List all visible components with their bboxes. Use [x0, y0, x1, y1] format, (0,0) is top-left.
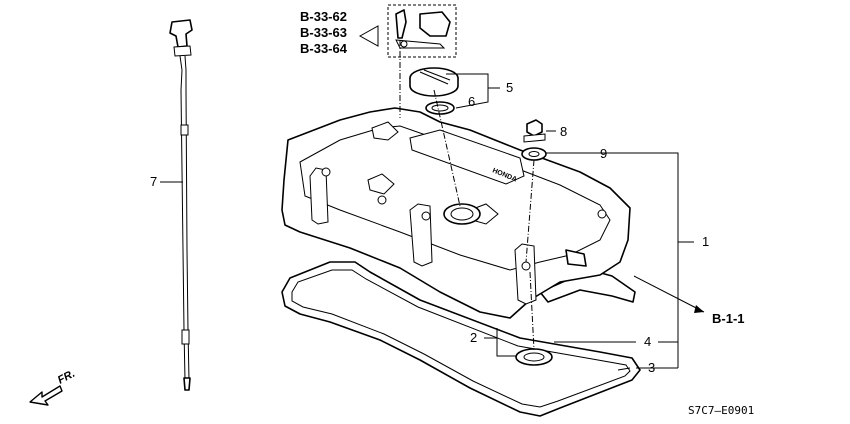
breather-bracket	[395, 9, 451, 49]
dipstick	[169, 19, 193, 391]
ref-b-33-62[interactable]: B-33-62	[300, 9, 347, 24]
cap-seal	[425, 101, 455, 115]
callout-6: 6	[468, 94, 475, 109]
diagram-code: S7C7—E0901	[688, 404, 754, 417]
callout-2: 2	[470, 330, 477, 345]
callout-leaders	[446, 73, 694, 371]
head-cover-gasket	[281, 261, 641, 417]
callout-8: 8	[560, 124, 567, 139]
arrow-line-b1-1	[633, 275, 705, 313]
arrow-head-icon	[694, 305, 704, 313]
front-direction-label: FR.	[56, 368, 77, 387]
cover-nut	[523, 119, 546, 143]
callout-5: 5	[506, 80, 513, 95]
ref-b-33-64[interactable]: B-33-64	[300, 41, 348, 56]
front-arrow-icon	[29, 385, 63, 406]
spark-plug-seal	[515, 348, 553, 366]
hollow-arrow-icon	[358, 25, 379, 47]
cylinder-head-cover: HONDA	[281, 107, 631, 319]
callout-1: 1	[702, 234, 709, 249]
cover-washer	[521, 147, 547, 161]
assembly-lines	[399, 40, 535, 351]
callout-7: 7	[150, 174, 157, 189]
ref-b-33-63[interactable]: B-33-63	[300, 25, 347, 40]
callout-3: 3	[648, 360, 655, 375]
oil-filler-cap	[409, 67, 459, 97]
ref-b-1-1[interactable]: B-1-1	[712, 311, 745, 326]
callout-9: 9	[600, 146, 607, 161]
callout-4: 4	[644, 334, 651, 349]
